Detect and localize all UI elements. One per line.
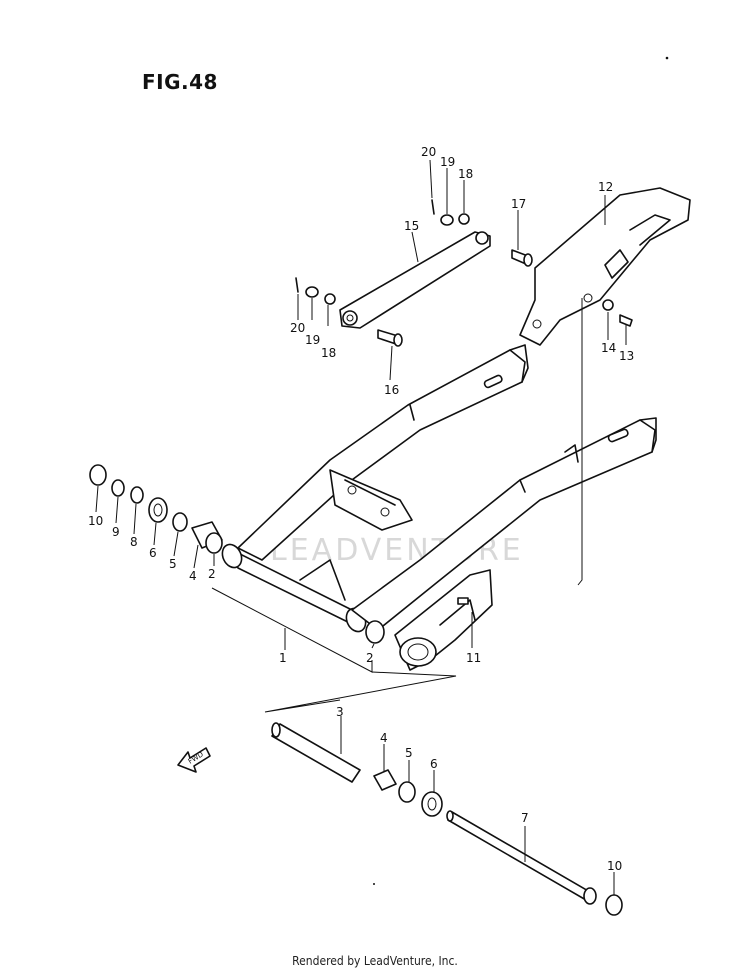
bearing-2-left	[205, 532, 223, 554]
callout-20-upper: 20	[421, 145, 436, 159]
nut-10-lower	[605, 894, 623, 916]
callout-6-lower: 6	[430, 757, 438, 771]
callout-4-lower: 4	[380, 731, 388, 745]
torque-rod	[339, 231, 491, 329]
callout-4-left: 4	[189, 569, 197, 583]
callout-7: 7	[521, 811, 529, 825]
dust-seal-6-lower	[421, 791, 443, 817]
callout-19-upper: 19	[440, 155, 455, 169]
callout-18-upper: 18	[458, 167, 473, 181]
bolt-16	[377, 329, 403, 347]
callout-14: 14	[601, 341, 616, 355]
nut-19-upper	[440, 214, 454, 226]
bolt-17	[511, 249, 533, 267]
washer-18-lower	[324, 293, 336, 305]
callout-5-left: 5	[169, 557, 177, 571]
cotter-pin-20-lower	[295, 277, 299, 293]
callout-2-left: 2	[208, 567, 216, 581]
bolt-13	[619, 314, 633, 327]
callout-8: 8	[130, 535, 138, 549]
chain-case	[519, 187, 691, 346]
nut-10-left	[89, 464, 107, 486]
callout-20-lower: 20	[290, 321, 305, 335]
callout-15: 15	[404, 219, 419, 233]
leader-lines	[95, 159, 627, 895]
nut-19-lower	[305, 286, 319, 298]
bearing-2-right	[365, 620, 385, 644]
chain-guide	[394, 569, 493, 671]
callout-9: 9	[112, 525, 120, 539]
pivot-shaft	[447, 811, 591, 901]
callout-16: 16	[384, 383, 399, 397]
washer-5-lower	[398, 781, 416, 803]
figure-title: FIG.48	[142, 70, 218, 94]
washer-9	[111, 479, 125, 497]
callout-18-lower: 18	[321, 346, 336, 360]
washer-18-upper	[458, 213, 470, 225]
callout-17: 17	[511, 197, 526, 211]
pivot-pipe	[271, 723, 361, 783]
dust-seal-6-left	[148, 497, 168, 523]
spacer-4-lower	[373, 769, 397, 791]
callout-19-lower: 19	[305, 333, 320, 347]
callout-10-lower: 10	[607, 859, 622, 873]
callout-10-left: 10	[88, 514, 103, 528]
callout-6-left: 6	[149, 546, 157, 560]
callout-5-lower: 5	[405, 746, 413, 760]
washer-14	[602, 299, 614, 311]
callout-12: 12	[598, 180, 613, 194]
swing-arm	[221, 344, 657, 633]
cotter-pin-20-upper	[431, 199, 435, 215]
callout-1: 1	[279, 651, 287, 665]
washer-5-left	[172, 512, 188, 532]
callout-11: 11	[466, 651, 481, 665]
footer-credit: Rendered by LeadVenture, Inc.	[292, 954, 458, 968]
callout-3: 3	[336, 705, 344, 719]
fwd-arrow-icon: FWD	[177, 747, 211, 773]
callout-2-right: 2	[366, 651, 374, 665]
washer-8	[130, 486, 144, 504]
callout-labels: 20 19 18 15 17 12 20 19 18 16 14 13 10 9…	[88, 145, 634, 873]
callout-13: 13	[619, 349, 634, 363]
